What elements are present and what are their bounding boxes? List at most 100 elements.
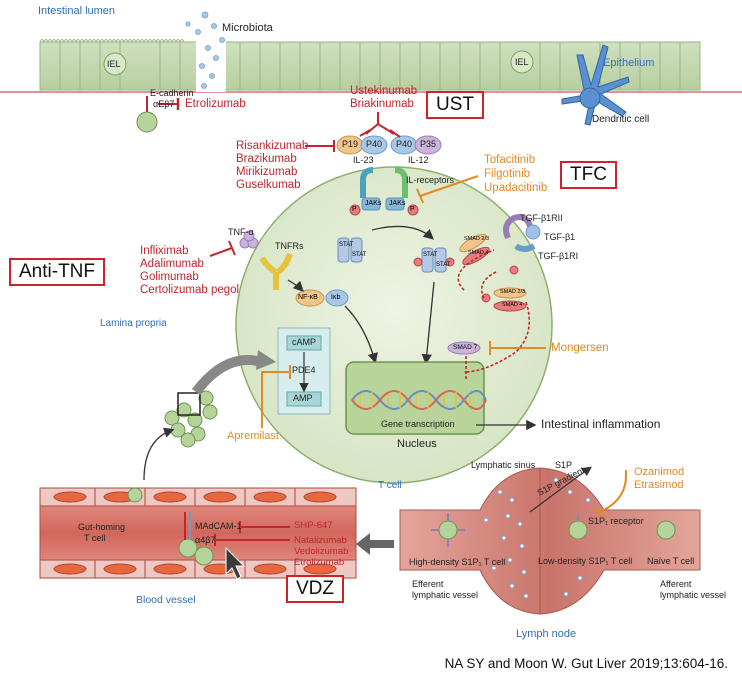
vdz-box: VDZ bbox=[286, 575, 344, 603]
nfkb-arrows bbox=[287, 279, 378, 364]
cursor-arrow-icon bbox=[225, 546, 246, 580]
upadacitinib-label: Upadacitinib bbox=[484, 182, 548, 194]
tnf-alpha-trimer bbox=[239, 230, 259, 249]
tfc-inhibit-line bbox=[416, 175, 479, 204]
a4b7-label: α4β7 bbox=[195, 535, 216, 545]
lymph-node-icon bbox=[399, 467, 701, 615]
apremilast-inhibit-line bbox=[261, 365, 291, 428]
p-b-label: P bbox=[410, 206, 415, 213]
smad7-label: SMAD 7 bbox=[453, 344, 478, 351]
tgf-receptor bbox=[503, 214, 541, 275]
stat-b-label: STAT bbox=[352, 252, 367, 258]
low-density-label: Low-density S1P₁ T cell bbox=[538, 556, 633, 566]
lymph-node-t-cells bbox=[438, 520, 676, 540]
s1p1-receptor-label: S1P₁ receptor bbox=[588, 516, 644, 526]
il23-il12-cytokines bbox=[336, 135, 442, 155]
smad7-dotted-lines bbox=[457, 249, 531, 380]
ust-box: UST bbox=[426, 91, 484, 119]
aeb7-label: αEβ7 bbox=[153, 99, 175, 109]
afferent2-label: lymphatic vessel bbox=[660, 590, 727, 600]
s1p-receptors bbox=[431, 513, 579, 547]
tnf-receptor bbox=[259, 252, 293, 290]
dendritic-cell-icon bbox=[561, 44, 630, 126]
intestinal-lumen-label: Intestinal lumen bbox=[38, 5, 116, 17]
stat-a-label: STAT bbox=[339, 242, 354, 248]
high-density-label: High-density S1P₁ T cell bbox=[409, 557, 506, 567]
anti-tnf-box: Anti-TNF bbox=[9, 258, 105, 286]
gut-homing2-label: T cell bbox=[84, 533, 106, 543]
efferent2-label: lymphatic vessel bbox=[412, 590, 479, 600]
iel-right-label: IEL bbox=[515, 57, 529, 67]
anti-tnf-inhibit-line bbox=[209, 240, 236, 257]
pde4-label: PDE4 bbox=[292, 365, 316, 375]
tofacitinib-label: Tofacitinib bbox=[484, 154, 536, 166]
smad4-a-label: SMAD 4 bbox=[468, 250, 489, 256]
ikb-label: Iκb bbox=[331, 294, 341, 301]
lymph-to-vessel-arrow bbox=[356, 533, 394, 555]
tfc-box: TFC bbox=[560, 161, 617, 189]
lymphatic-sinus-label: Lymphatic sinus bbox=[471, 460, 536, 470]
camp-label: cAMP bbox=[292, 337, 317, 347]
etrasimod-label: Etrasimod bbox=[634, 479, 684, 491]
p40a-label: P40 bbox=[366, 139, 383, 149]
rizankizumab-inhibit-line bbox=[305, 140, 335, 152]
il23-label: IL-23 bbox=[353, 155, 374, 165]
smad4-b-label: SMAD 4 bbox=[502, 302, 523, 308]
madcam-label: MAdCAM-1 bbox=[195, 521, 242, 531]
risankizumab-label: Risankizumab bbox=[236, 140, 309, 152]
stat-c-label: STAT bbox=[423, 252, 438, 258]
lamina-propria-label: Lamina propria bbox=[100, 318, 167, 329]
blood-vessel-label: Blood vessel bbox=[136, 594, 196, 606]
amp-label: AMP bbox=[293, 393, 313, 403]
tnfrs-label: TNFRs bbox=[275, 241, 304, 251]
s1p-gradient-arrow bbox=[529, 466, 592, 513]
s1p-modulator-inhibit-line bbox=[593, 470, 627, 519]
tgf-b1rii-label: TGF-β1RII bbox=[520, 213, 563, 223]
s1p-label: S1P bbox=[555, 460, 573, 470]
stat-d-label: STAT bbox=[436, 262, 451, 268]
natalizumab-label: Natalizumab bbox=[294, 535, 347, 546]
to-tcell-arrow bbox=[192, 350, 276, 396]
ozanimod-label: Ozanimod bbox=[634, 466, 685, 478]
lymph-node-label: Lymph node bbox=[516, 628, 577, 640]
golimumab-label: Golimumab bbox=[140, 271, 199, 283]
iel-cell-left bbox=[103, 52, 127, 76]
vdz-inhibit-lines bbox=[214, 521, 290, 546]
iel-cell-right bbox=[510, 50, 534, 74]
madcam-integrin bbox=[184, 512, 191, 540]
dna-helix-icon bbox=[351, 390, 487, 410]
briakinumab-label: Briakinumab bbox=[350, 98, 414, 110]
il12-label: IL-12 bbox=[408, 155, 429, 165]
p19-label: P19 bbox=[342, 139, 359, 149]
e-cadherin-label: E-cadherin bbox=[150, 88, 194, 98]
brazikumab-label: Brazikumab bbox=[236, 153, 297, 165]
epithelium-label: Epithelium bbox=[603, 57, 655, 69]
smad23-b-label: SMAD 2/3 bbox=[500, 289, 526, 295]
nfkb-complex bbox=[295, 289, 349, 307]
microbiota-label: Microbiota bbox=[222, 22, 273, 34]
microbiota-dots bbox=[185, 11, 225, 89]
infliximab-label: Infliximab bbox=[140, 245, 189, 257]
mongersen-inhibit-line bbox=[489, 341, 546, 355]
nfkb-label: NF-κB bbox=[298, 294, 318, 301]
tgf-b1ri-label: TGF-β1RI bbox=[538, 251, 579, 261]
mongersen-label: Mongersen bbox=[551, 342, 609, 354]
mirikizumab-label: Mirikizumab bbox=[236, 166, 298, 178]
certolizumab-label: Certolizumab pegol bbox=[140, 284, 240, 296]
etrolizumab-bottom-label: Etrolizumab bbox=[294, 557, 345, 568]
blood-vessel-icon bbox=[39, 487, 357, 579]
etrolizumab-top-label: Etrolizumab bbox=[185, 98, 246, 110]
efferent-label: Efferent bbox=[412, 579, 444, 589]
p-a-label: P bbox=[352, 206, 357, 213]
tnf-alpha-label: TNF-α bbox=[228, 227, 254, 237]
gene-transcription-label: Gene transcription bbox=[381, 419, 455, 429]
guselkumab-label: Guselkumab bbox=[236, 179, 301, 191]
t-cell-body bbox=[235, 166, 553, 484]
tgf-b1-label: TGF-β1 bbox=[544, 232, 576, 242]
vessel-to-tissue-arrow bbox=[143, 427, 175, 481]
smad-complex bbox=[447, 233, 527, 355]
afferent-label: Afferent bbox=[660, 579, 692, 589]
ustekinumab-label: Ustekinumab bbox=[350, 85, 418, 97]
zoom-square bbox=[177, 392, 201, 416]
vessel-t-cells bbox=[127, 487, 214, 566]
